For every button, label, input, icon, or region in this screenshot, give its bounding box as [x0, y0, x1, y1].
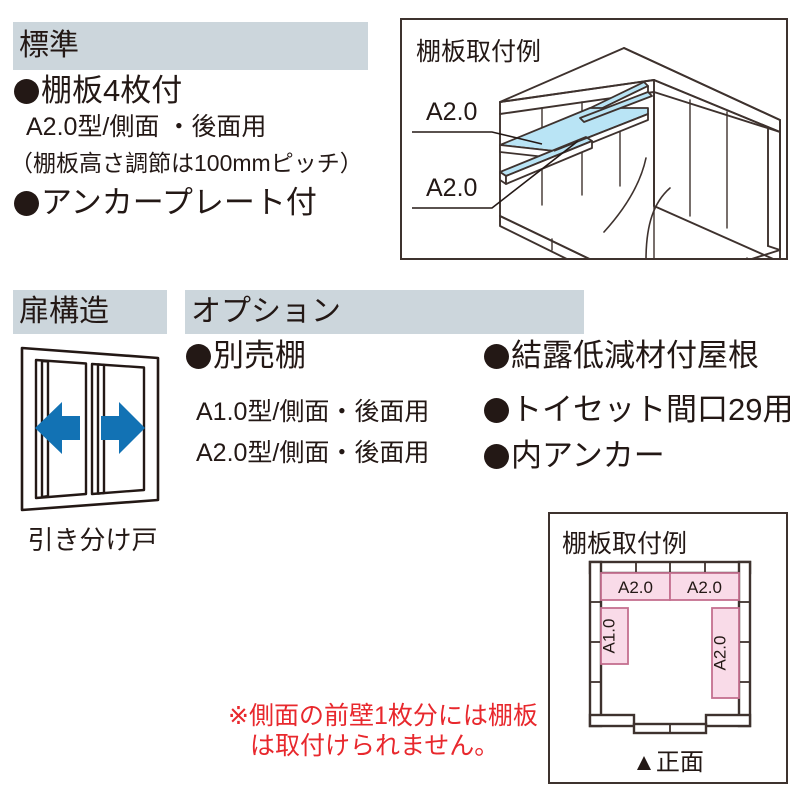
- standard-item-shelves-detail: A2.0型/側面 ・後面用: [26, 115, 266, 140]
- standard-item-shelves-label: 棚板4枚付: [41, 73, 183, 108]
- floor-plan-shelf-right-side: [711, 607, 740, 699]
- option-condensation-roof-label: 結露低減材付屋根: [511, 338, 759, 373]
- option-toilet-set-label: トイセット間口29用: [511, 392, 794, 427]
- options-section-header: オプション: [185, 290, 584, 334]
- bullet-dot-icon: [186, 344, 211, 369]
- door-caption-label: 引き分け戸: [27, 525, 158, 555]
- option-separate-shelf-label: 別売棚: [213, 338, 306, 373]
- floor-plan-shelf-back-left: [600, 572, 671, 601]
- floor-plan-shelf-right-side-label: A2.0: [711, 636, 730, 671]
- bullet-dot-icon: [14, 79, 39, 104]
- option-shelf-a10: A1.0型/側面・後面用: [196, 400, 429, 425]
- standard-item-anchor-plate-label: アンカープレート付: [41, 185, 317, 220]
- option-condensation-roof: 結露低減材付屋根: [484, 340, 759, 371]
- shelf-example-3d-drawing: [412, 47, 781, 258]
- option-shelf-a20: A2.0型/側面・後面用: [196, 441, 429, 466]
- standard-section-title: 標準: [19, 29, 79, 62]
- floor-plan-shelf-back-left-label: A2.0: [618, 578, 653, 597]
- floor-plan-shelf-left-side: [600, 607, 629, 665]
- floor-plan-shelf-back-right-label: A2.0: [687, 578, 722, 597]
- bullet-dot-icon: [484, 444, 509, 469]
- option-inner-anchor: 内アンカー: [484, 440, 665, 471]
- standard-item-anchor-plate: アンカープレート付: [14, 187, 317, 218]
- door-arrow-group: [35, 402, 145, 454]
- option-inner-anchor-label: 内アンカー: [511, 438, 665, 473]
- standard-item-shelves-detail-label: A2.0型/側面 ・後面用: [26, 113, 267, 141]
- warning-note-line2: は取付けられません。: [250, 731, 500, 760]
- floor-plan-panel: 棚板取付例: [548, 512, 788, 784]
- bullet-dot-icon: [484, 344, 509, 369]
- door-section-title: 扉構造: [19, 295, 109, 328]
- floor-plan-caption: ▲正面: [632, 749, 704, 776]
- warning-note-line1: ※側面の前壁1枚分には棚板: [228, 702, 538, 730]
- shelf-example-3d-label-upper: A2.0: [426, 98, 478, 126]
- floor-plan-shelf-back-right: [669, 572, 740, 601]
- door-section-header: 扉構造: [13, 290, 167, 334]
- door-caption: 引き分け戸: [10, 520, 175, 557]
- standard-section-header: 標準: [13, 22, 368, 70]
- floor-plan-title: 棚板取付例: [562, 530, 688, 558]
- bullet-dot-icon: [14, 191, 39, 216]
- warning-note: ※側面の前壁1枚分には棚板 は取付けられません。: [228, 702, 538, 761]
- option-shelf-a20-label: A2.0型/側面・後面用: [196, 439, 430, 467]
- shelf-example-3d-title: 棚板取付例: [416, 38, 542, 66]
- floor-plan-shelf-left-side-label: A1.0: [600, 619, 619, 654]
- shelf-example-3d-panel: 棚板取付例: [400, 18, 788, 260]
- door-illustration: [16, 340, 171, 515]
- arrow-left-icon: [35, 402, 80, 454]
- option-separate-shelf: 別売棚: [186, 340, 306, 371]
- shelf-example-3d-label-lower: A2.0: [426, 174, 478, 202]
- option-toilet-set: トイセット間口29用: [484, 394, 793, 425]
- arrow-right-icon: [101, 402, 145, 454]
- standard-item-pitch-note-label: （棚板高さ調節は100mmピッチ）: [10, 150, 363, 176]
- floor-plan-drawing: A2.0 A2.0 A1.0 A2.0: [588, 560, 752, 735]
- standard-item-shelves: 棚板4枚付: [14, 75, 182, 106]
- options-section-title: オプション: [191, 295, 341, 328]
- standard-item-pitch-note: （棚板高さ調節は100mmピッチ）: [10, 152, 363, 175]
- option-shelf-a10-label: A1.0型/側面・後面用: [196, 398, 430, 426]
- bullet-dot-icon: [484, 398, 509, 423]
